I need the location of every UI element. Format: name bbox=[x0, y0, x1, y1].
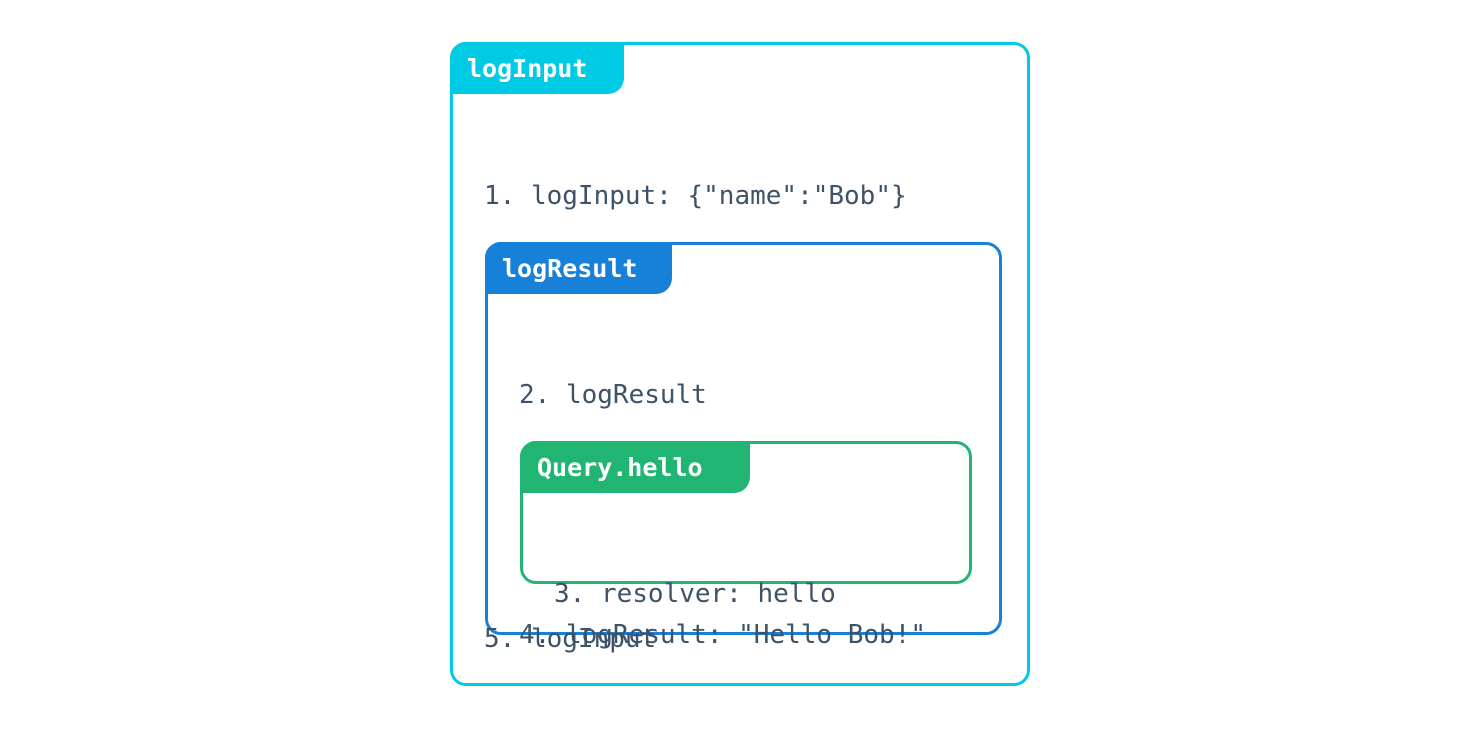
logresult-box-body: 2. logResult Query.hello 3. resolver: he… bbox=[488, 294, 999, 648]
trace-line-1: 1. logInput: {"name":"Bob"} bbox=[484, 181, 907, 211]
query-hello-resolver-box: Query.hello 3. resolver: hello bbox=[520, 441, 972, 607]
query-hello-box-label: Query.hello bbox=[520, 441, 750, 493]
logresult-middleware-box: logResult 2. logResult Query.hello 3. re… bbox=[485, 242, 1002, 648]
trace-line-3: 3. resolver: hello bbox=[554, 579, 836, 609]
loginput-box-body: 1. logInput: {"name":"Bob"} logResult 2.… bbox=[453, 94, 1027, 683]
trace-line-2: 2. logResult bbox=[519, 380, 707, 410]
query-hello-box-body: 3. resolver: hello bbox=[523, 493, 969, 607]
loginput-box-label: logInput bbox=[450, 42, 624, 94]
logresult-box-label: logResult bbox=[485, 242, 672, 294]
loginput-middleware-box: logInput 1. logInput: {"name":"Bob"} log… bbox=[450, 42, 1030, 686]
trace-line-5: 5. logInput bbox=[484, 624, 657, 654]
trace-line-4: 4. logResult: "Hello Bob!" bbox=[519, 620, 926, 650]
